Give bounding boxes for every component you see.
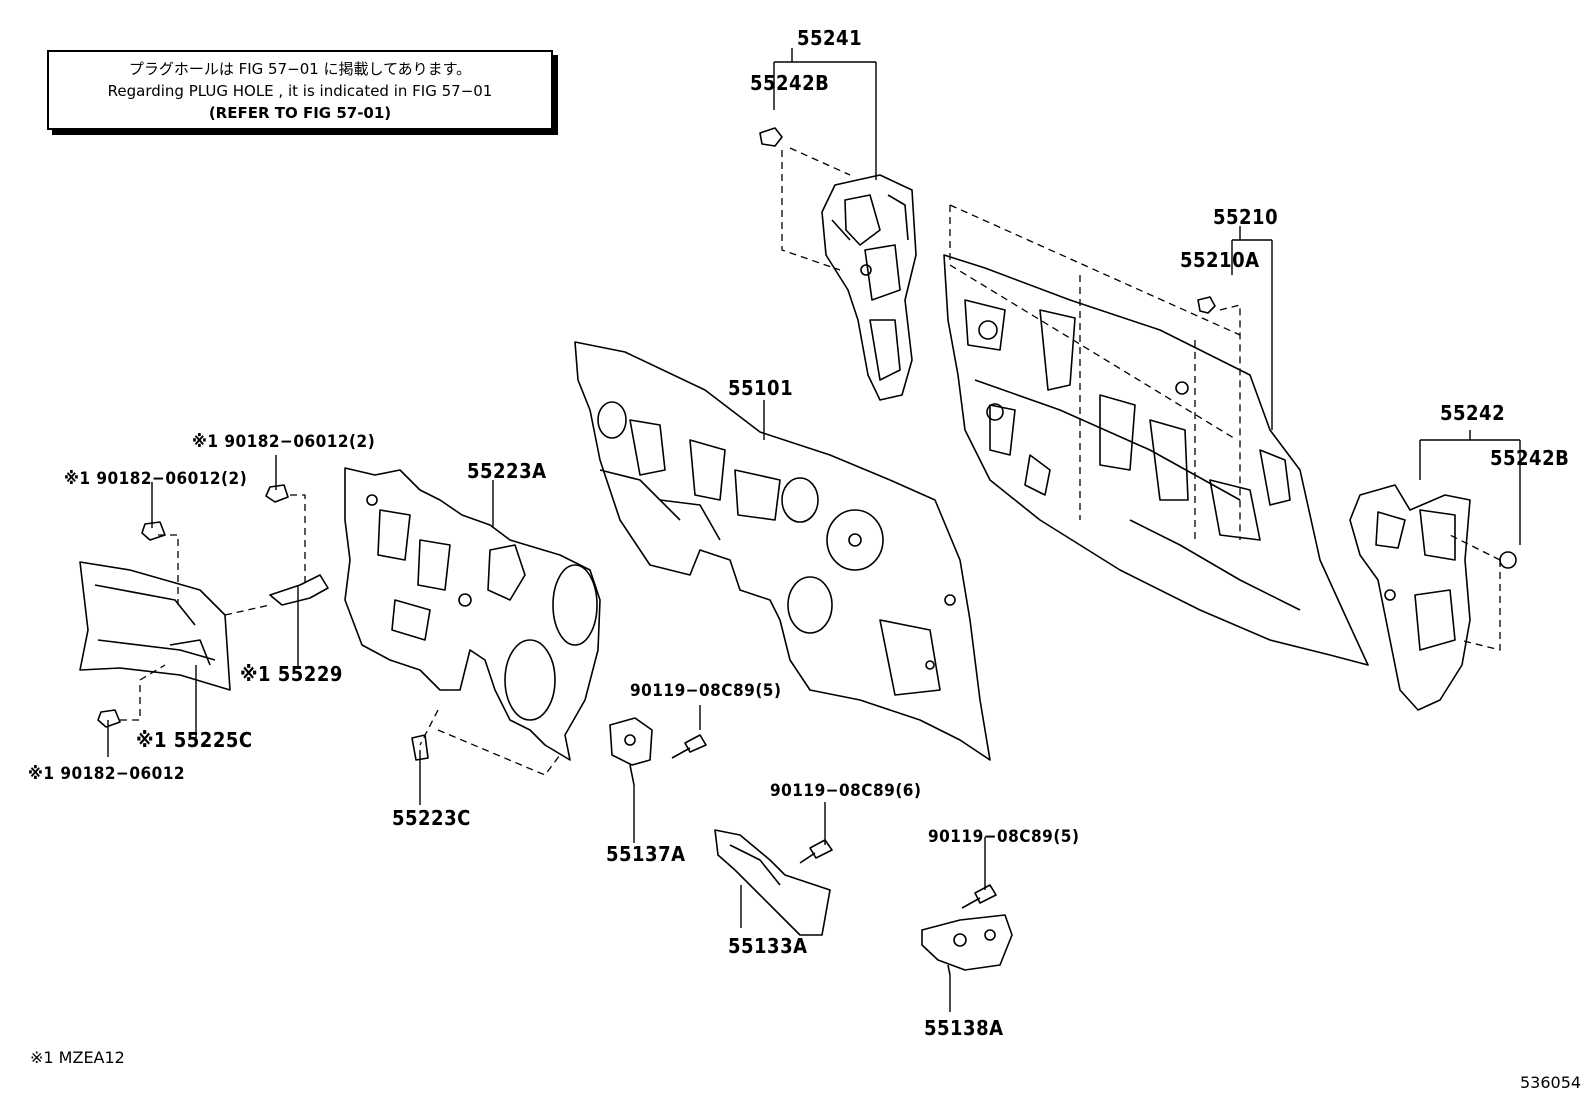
part-55223A-silencer xyxy=(344,467,601,761)
plug-hole-note: プラグホールは FIG 57−01 に掲載してあります。 Regarding P… xyxy=(47,50,553,130)
label-55137A: 55137A xyxy=(606,842,686,866)
part-55229-bracket xyxy=(269,574,329,606)
part-55241-bracket xyxy=(821,174,917,401)
label-55242: 55242 xyxy=(1440,401,1506,425)
fasteners xyxy=(97,127,1517,909)
footnote: ※1 MZEA12 xyxy=(30,1048,125,1067)
label-bolt-c: 90119−08C89(5) xyxy=(928,827,1080,847)
label-55138A: 55138A xyxy=(924,1016,1004,1040)
label-55223C: 55223C xyxy=(392,806,471,830)
label-55133A: 55133A xyxy=(728,934,808,958)
label-55210A: 55210A xyxy=(1180,248,1260,272)
figure-number: 536054 xyxy=(1520,1073,1582,1092)
label-bolt-b: 90119−08C89(6) xyxy=(770,781,922,801)
label-55229: ※1 55229 xyxy=(240,662,343,686)
label-55223A: 55223A xyxy=(467,459,547,483)
note-line-jp: プラグホールは FIG 57−01 に掲載してあります。 xyxy=(128,60,472,78)
leader-lines xyxy=(107,48,1521,1012)
note-line-en: Regarding PLUG HOLE , it is indicated in… xyxy=(107,82,493,100)
label-55241: 55241 xyxy=(797,26,863,50)
label-55101: 55101 xyxy=(728,376,794,400)
label-55225C: ※1 55225C xyxy=(136,728,253,752)
label-55242B-right: 55242B xyxy=(1490,446,1570,470)
label-nut-b: ※1 90182−06012(2) xyxy=(192,432,376,452)
note-line-refer: (REFER TO FIG 57-01) xyxy=(208,104,392,122)
label-nut-c: ※1 90182−06012 xyxy=(28,764,186,784)
label-55210: 55210 xyxy=(1213,205,1279,229)
part-55225C-cover xyxy=(79,561,231,691)
label-55242B-top: 55242B xyxy=(750,71,830,95)
part-55210-silencer xyxy=(943,254,1369,666)
part-55138A-bracket xyxy=(921,914,1013,976)
part-55101-dash-panel xyxy=(574,341,991,761)
label-nut-a: ※1 90182−06012(2) xyxy=(64,469,248,489)
part-55242-bracket xyxy=(1349,484,1471,711)
part-55137A-bracket xyxy=(609,717,653,786)
part-55133A-bracket xyxy=(714,829,831,936)
label-bolt-a: 90119−08C89(5) xyxy=(630,681,782,701)
